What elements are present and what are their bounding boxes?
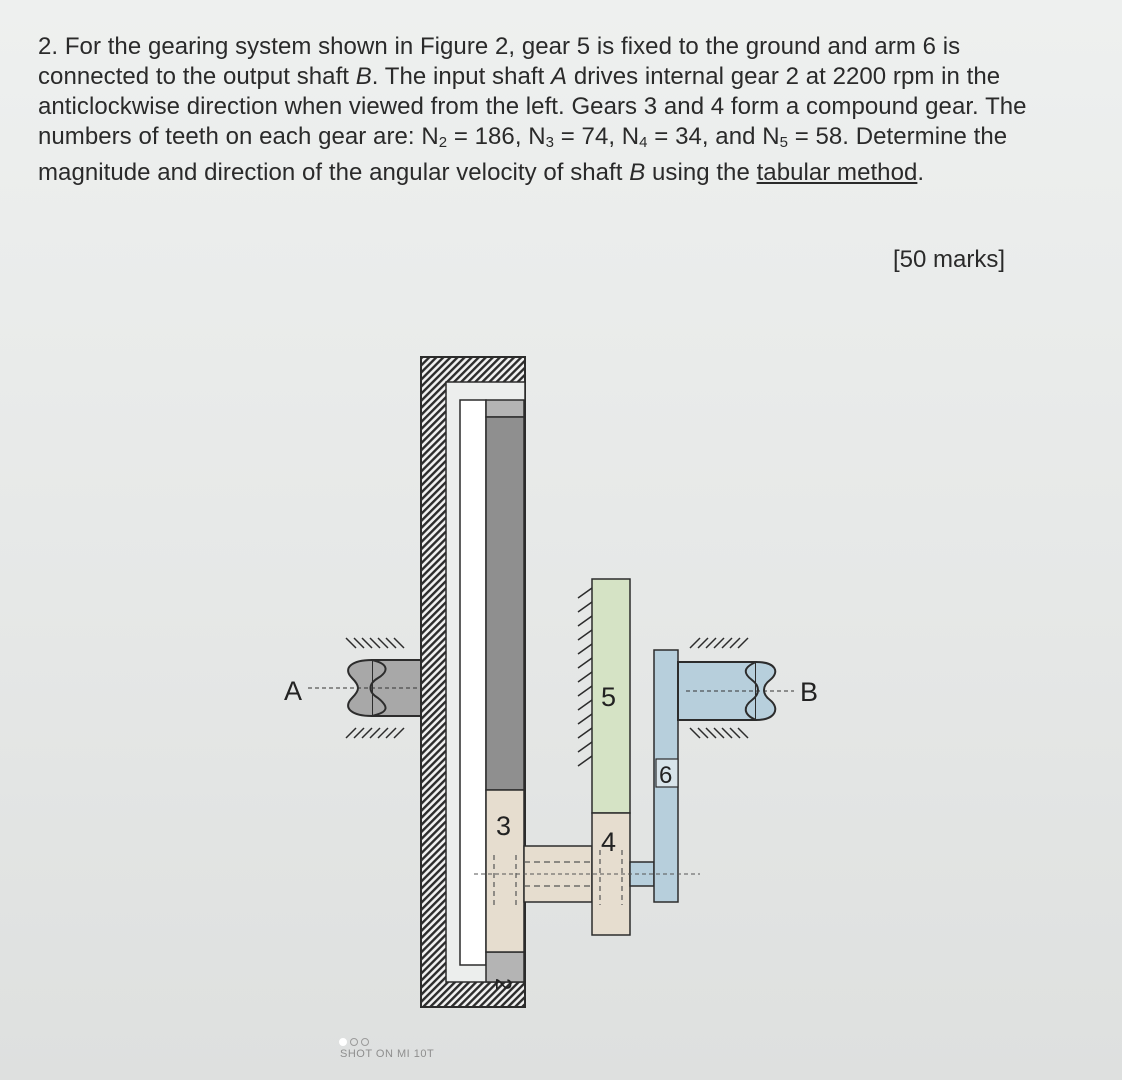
gear-5 [591,578,631,814]
dot [361,1038,369,1046]
shaft-b-ref-2: B [629,159,646,186]
ground-hatch-5 [577,587,593,767]
label-shaft-b: B [800,677,818,707]
ground-hatch-a-bottom [345,727,405,739]
ground-hatch-b-top [689,637,749,649]
gear-3 [485,789,525,953]
ground-hatch-b-bottom [689,727,749,739]
output-shaft-b [677,661,777,721]
arm-6-label-box [655,758,679,788]
shaft-a-ref: A [551,63,568,90]
internal-gear-2-teeth [485,399,525,983]
camera-watermark: SHOT ON MI 10T [340,1048,435,1060]
dot [350,1038,358,1046]
question-number: 2. [38,33,59,60]
dot-active [339,1038,347,1046]
label-gear-3: 3 [496,811,511,841]
label-gear-2: 2 [491,978,516,990]
label-arm-6: 6 [659,762,672,789]
shaft-b-ref: B [355,63,372,90]
ground-hatch-a-top [345,637,405,649]
label-gear-4: 4 [601,827,616,857]
marks-label: [50 marks] [893,246,1006,273]
label-shaft-a: A [284,676,302,706]
carousel-dots [339,1033,372,1051]
label-gear-5: 5 [601,682,616,712]
tabular-method-link: tabular method [756,159,918,186]
question-text: 2. For the gearing system shown in Figur… [38,33,1027,186]
